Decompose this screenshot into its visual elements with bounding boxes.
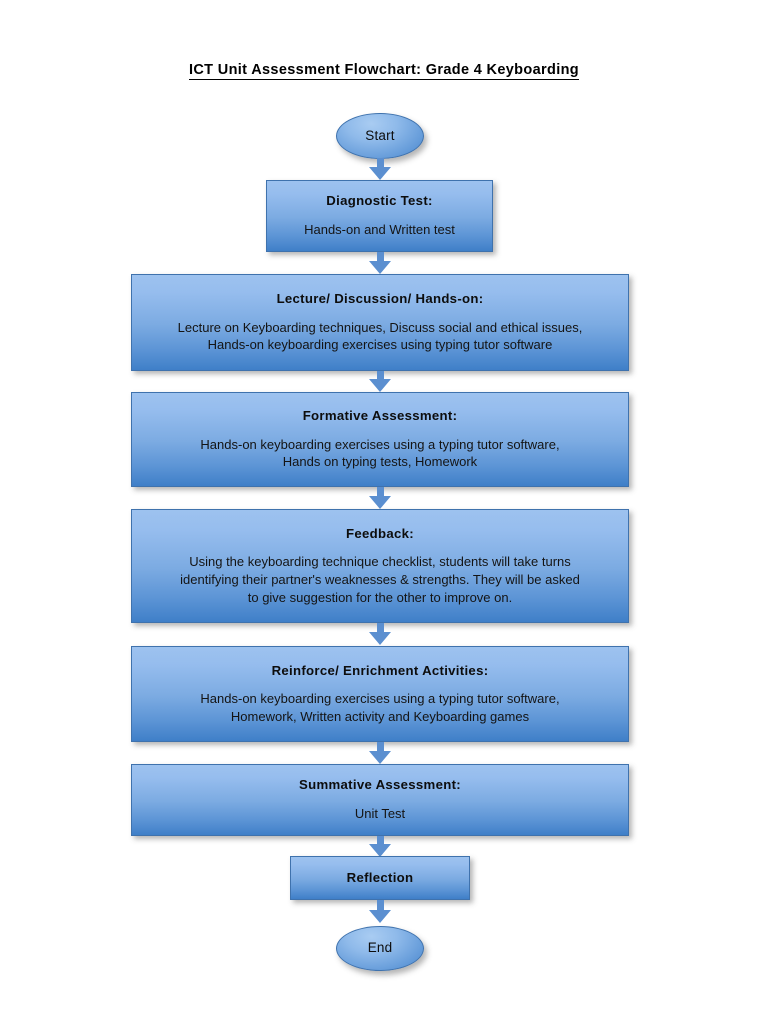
- connector-formative-to-feedback: [369, 487, 391, 509]
- page-title-text: ICT Unit Assessment Flowchart: Grade 4 K…: [188, 62, 579, 80]
- node-reinforce-body-line-2: Homework, Written activity and Keyboardi…: [230, 708, 530, 724]
- node-reflection[interactable]: Reflection: [290, 856, 470, 900]
- node-formative-assessment[interactable]: Formative Assessment: Hands-on keyboardi…: [131, 392, 629, 487]
- down-arrow-icon: [369, 167, 391, 180]
- node-feedback-body: Using the keyboarding technique checklis…: [170, 553, 590, 606]
- node-feedback-body-line-3: to give suggestion for the other to impr…: [247, 589, 513, 605]
- node-feedback-heading: Feedback:: [346, 525, 414, 541]
- node-reinforce-body: Hands-on keyboarding exercises using a t…: [190, 690, 569, 725]
- connector-stem: [376, 900, 384, 910]
- connector-stem: [376, 158, 384, 167]
- node-reinforce-heading: Reinforce/ Enrichment Activities:: [271, 662, 489, 678]
- node-reinforce-enrichment-activities[interactable]: Reinforce/ Enrichment Activities: Hands-…: [131, 646, 629, 742]
- connector-feedback-to-reinforce: [369, 623, 391, 645]
- connector-stem: [376, 487, 384, 496]
- connector-start-to-diagnostic: [369, 158, 391, 180]
- connector-reflection-to-end: [369, 900, 391, 923]
- down-arrow-icon: [369, 844, 391, 857]
- node-feedback[interactable]: Feedback: Using the keyboarding techniqu…: [131, 509, 629, 623]
- down-arrow-icon: [369, 379, 391, 392]
- down-arrow-icon: [369, 261, 391, 274]
- connector-stem: [376, 252, 384, 261]
- node-lecture-body: Lecture on Keyboarding techniques, Discu…: [168, 319, 593, 354]
- node-diagnostic-test[interactable]: Diagnostic Test: Hands-on and Written te…: [266, 180, 493, 252]
- connector-stem: [376, 371, 384, 379]
- node-end[interactable]: End: [336, 926, 424, 971]
- node-summative-heading: Summative Assessment:: [299, 777, 461, 793]
- node-lecture-discussion-hands-on[interactable]: Lecture/ Discussion/ Hands-on: Lecture o…: [131, 274, 629, 371]
- node-summative-assessment[interactable]: Summative Assessment: Unit Test: [131, 764, 629, 836]
- node-lecture-body-line-2: Hands-on keyboarding exercises using typ…: [207, 337, 553, 353]
- connector-diagnostic-to-lecture: [369, 252, 391, 274]
- node-summative-body-line-1: Unit Test: [354, 805, 406, 821]
- down-arrow-icon: [369, 496, 391, 509]
- connector-stem: [376, 623, 384, 632]
- node-start-label: Start: [365, 127, 395, 143]
- node-feedback-body-line-1: Using the keyboarding technique checklis…: [189, 554, 571, 570]
- node-reinforce-body-line-1: Hands-on keyboarding exercises using a t…: [200, 691, 560, 707]
- node-diagnostic-test-body-line-1: Hands-on and Written test: [304, 221, 455, 237]
- node-lecture-body-line-1: Lecture on Keyboarding techniques, Discu…: [177, 319, 583, 335]
- down-arrow-icon: [369, 751, 391, 764]
- down-arrow-icon: [369, 632, 391, 645]
- node-formative-body: Hands-on keyboarding exercises using a t…: [190, 436, 569, 471]
- node-formative-body-line-2: Hands on typing tests, Homework: [282, 454, 478, 470]
- node-start[interactable]: Start: [336, 113, 424, 159]
- page-title: ICT Unit Assessment Flowchart: Grade 4 K…: [0, 62, 768, 80]
- connector-reinforce-to-summative: [369, 742, 391, 764]
- node-formative-body-line-1: Hands-on keyboarding exercises using a t…: [200, 436, 560, 452]
- connector-summative-to-reflection: [369, 836, 391, 857]
- node-end-label: End: [367, 940, 393, 956]
- connector-stem: [376, 836, 384, 844]
- node-reflection-label: Reflection: [346, 869, 414, 885]
- connector-lecture-to-formative: [369, 371, 391, 392]
- node-diagnostic-test-heading: Diagnostic Test:: [326, 193, 433, 209]
- node-formative-heading: Formative Assessment:: [302, 408, 458, 424]
- connector-stem: [376, 742, 384, 751]
- down-arrow-icon: [369, 910, 391, 923]
- node-lecture-heading: Lecture/ Discussion/ Hands-on:: [276, 291, 484, 307]
- node-feedback-body-line-2: identifying their partner's weaknesses &…: [180, 571, 580, 587]
